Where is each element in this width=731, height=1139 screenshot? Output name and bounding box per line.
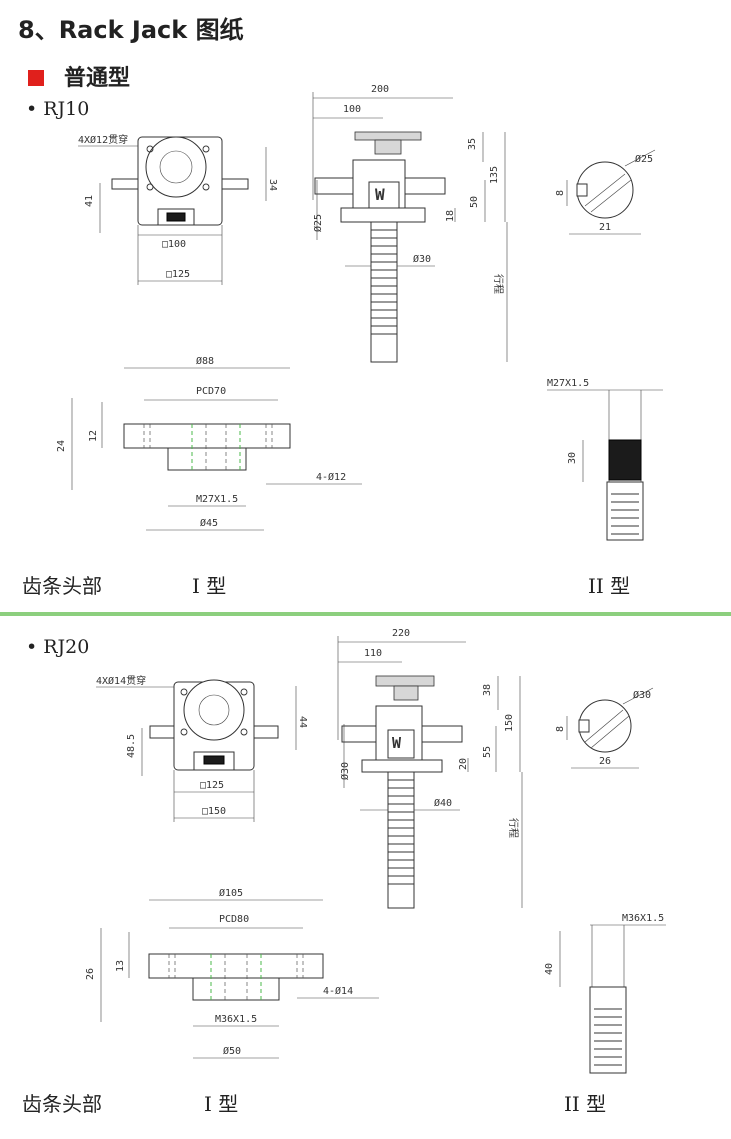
- dim-od: Ø105: [219, 887, 243, 899]
- dim-height-left: 48.5: [126, 734, 137, 758]
- dim-height-right: 44: [297, 716, 308, 728]
- rj20-side-view: 220 110 W 38 150 55 20 Ø30 Ø40 行程: [337, 628, 523, 909]
- rj20-type2-end: M36X1.5 40: [544, 913, 666, 1074]
- dim-total-h: 26: [85, 968, 96, 980]
- dim-dia: Ø30: [633, 689, 651, 701]
- dim-dia: Ø25: [635, 153, 653, 165]
- dim-flange-h: 13: [115, 960, 126, 972]
- dim-thread: M36X1.5: [622, 913, 664, 924]
- dim-base: 20: [458, 758, 469, 770]
- page-title: 8、Rack Jack 图纸: [18, 16, 244, 44]
- dim-overall: 150: [504, 714, 515, 732]
- dim-thread: M36X1.5: [215, 1014, 257, 1025]
- section-subtitle: 普通型: [28, 60, 130, 92]
- dim-top: 35: [467, 138, 478, 150]
- dim-outer-square: □125: [166, 269, 190, 280]
- dim-height-left: 41: [84, 195, 95, 207]
- dim-thread: M27X1.5: [196, 494, 238, 505]
- dim-rack: Ø30: [413, 253, 431, 265]
- dim-key: 8: [555, 190, 566, 196]
- dim-od: Ø88: [196, 355, 214, 367]
- dim-holes: 4-Ø12: [316, 471, 346, 483]
- model-name: RJ10: [43, 98, 90, 120]
- stroke-label: 行程: [507, 818, 520, 838]
- rj10-type1-flange: Ø88 PCD70 24 12 4-Ø12 M27X1.5 Ø45: [56, 355, 362, 531]
- dim-inner-square: □100: [162, 239, 186, 250]
- label-type1: I 型: [192, 574, 227, 598]
- stroke-label: 行程: [492, 274, 505, 294]
- subtitle-text: 普通型: [64, 66, 131, 91]
- model-label-rj10: • RJ10: [26, 98, 90, 120]
- dim-total: 220: [392, 628, 410, 639]
- red-square-icon: [28, 70, 44, 86]
- hole-note: 4XØ12贯穿: [78, 133, 128, 146]
- dim-top: 38: [482, 684, 493, 696]
- rj20-type1-flange: Ø105 PCD80 26 13 4-Ø14 M36X1.5 Ø50: [85, 887, 379, 1059]
- dim-thread: M27X1.5: [547, 378, 589, 389]
- dim-len: 40: [544, 963, 555, 975]
- label-type1: I 型: [204, 1092, 239, 1116]
- dim-mid: 55: [482, 746, 493, 758]
- dim-shaft: Ø30: [339, 762, 351, 780]
- dim-hub: Ø45: [200, 517, 218, 529]
- rj10-side-view: 200 100 W 35 135 50 18 Ø25 Ø30 行程: [312, 84, 508, 363]
- model-name: RJ20: [43, 636, 90, 658]
- dim-total: 200: [371, 84, 389, 95]
- dim-total-h: 24: [56, 440, 67, 452]
- model-label-rj20: • RJ20: [26, 636, 90, 658]
- rj10-type2-end: M27X1.5 30: [547, 378, 663, 541]
- dim-half: 110: [364, 648, 382, 659]
- label-rack-head: 齿条头部: [22, 574, 102, 598]
- logo-icon: W: [392, 734, 402, 752]
- dim-shaft: Ø25: [312, 214, 324, 232]
- dim-rack: Ø40: [434, 797, 452, 809]
- label-type2: II 型: [588, 574, 631, 598]
- label-type2: II 型: [564, 1092, 607, 1116]
- dim-pcd: PCD80: [219, 914, 249, 925]
- rj20-shaft-section: Ø30 8 26: [555, 687, 654, 769]
- dim-overall: 135: [489, 166, 500, 184]
- dim-hub: Ø50: [223, 1045, 241, 1057]
- rj10-shaft-section: Ø25 8 21: [555, 149, 656, 235]
- dim-pcd: PCD70: [196, 386, 226, 397]
- section-divider: [0, 612, 731, 616]
- dim-key: 8: [555, 726, 566, 732]
- dim-width: 21: [599, 222, 611, 233]
- dim-flange-h: 12: [88, 430, 99, 442]
- hole-note: 4XØ14贯穿: [96, 674, 146, 687]
- dim-len: 30: [567, 452, 578, 464]
- dim-inner-square: □125: [200, 780, 224, 791]
- label-rack-head: 齿条头部: [22, 1092, 102, 1116]
- dim-half: 100: [343, 104, 361, 115]
- dim-width: 26: [599, 756, 611, 767]
- dim-height-right: 34: [267, 179, 278, 191]
- dim-outer-square: □150: [202, 806, 226, 817]
- dim-base: 18: [445, 210, 456, 222]
- rj10-top-view: 4XØ12贯穿 34 41 □100 □125: [78, 133, 278, 285]
- logo-icon: W: [375, 185, 385, 204]
- dim-mid: 50: [469, 196, 480, 208]
- dim-holes: 4-Ø14: [323, 985, 353, 997]
- rj20-top-view: 4XØ14贯穿 44 48.5 □125 □150: [96, 674, 308, 822]
